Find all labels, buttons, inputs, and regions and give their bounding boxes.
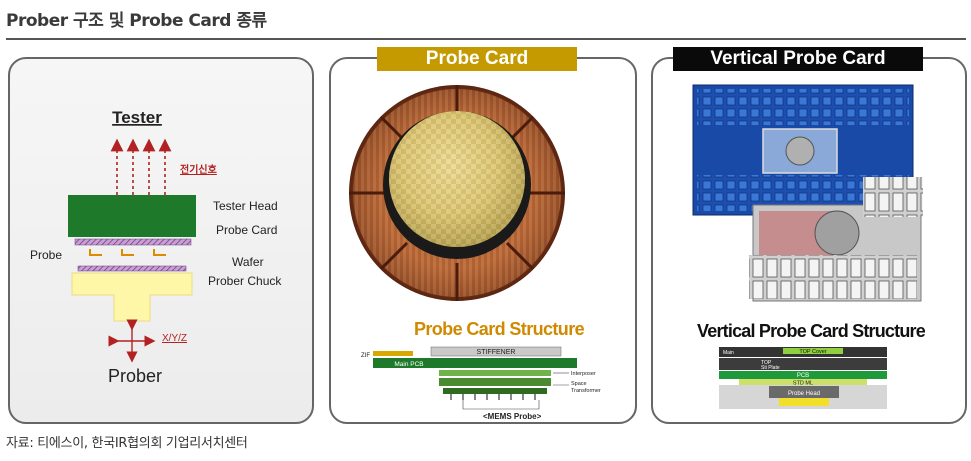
top-stiffener-label-2: Sti Plate	[761, 365, 780, 371]
prober-chuck-block	[71, 272, 193, 322]
prober-chuck-label: Prober Chuck	[208, 274, 282, 288]
vertical-structure-diagram: TOP Cover Main Stiffener TOP Sti Plate P…	[719, 347, 887, 409]
wafer-label: Wafer	[232, 255, 264, 269]
std-ml-label: STD ML	[793, 381, 813, 387]
stiffener-label: STIFFENER	[477, 349, 516, 356]
probe-label: Probe	[30, 248, 62, 262]
mems-probe-label: <MEMS Probe>	[483, 412, 542, 421]
probe-head-label: Probe Head	[788, 391, 820, 397]
signal-label: 전기신호	[180, 163, 217, 176]
prober-label: Prober	[108, 366, 162, 386]
probe-card-illustration: Probe Card Structure STIFFENER ZIF Main …	[349, 85, 601, 421]
probe-card-block	[74, 238, 192, 246]
space-label: Space	[571, 381, 587, 387]
prober-diagram: Tester 전기신호 X/Y/Z Tester Head P	[30, 108, 282, 386]
probe-card-structure-title: Probe Card Structure	[414, 319, 585, 339]
vertical-structure-title: Vertical Probe Card Structure	[697, 321, 926, 341]
top-cover-label: TOP Cover	[799, 349, 826, 355]
vertical-probe-card-panel: Vertical Probe Card Structure TOP Cover …	[651, 57, 967, 424]
probe-card-label: Probe Card	[216, 223, 277, 237]
probe-card-structure-diagram: STIFFENER ZIF Main PCB Interposer Space …	[361, 346, 601, 421]
vertical-probe-card-badge: Vertical Probe Card	[673, 47, 923, 71]
tester-head-block	[68, 195, 196, 237]
title-divider	[6, 38, 966, 40]
probe-card-badge: Probe Card	[377, 47, 577, 71]
tester-label: Tester	[112, 108, 162, 127]
main-pcb-label: Main PCB	[394, 361, 423, 368]
source-note: 자료: 티에스이, 한국IR협의회 기업리서치센터	[6, 436, 248, 451]
xyz-arrows	[108, 319, 156, 363]
wafer-block	[77, 265, 187, 272]
probe-card-panel: Probe Card Structure STIFFENER ZIF Main …	[329, 57, 637, 424]
top-stiffener-label-1: TOP	[761, 360, 772, 366]
main-stiffener-label-1: Main	[723, 350, 734, 356]
interposer-label: Interposer	[571, 371, 596, 377]
probe-pins	[89, 249, 166, 256]
probe-head-disk	[814, 210, 860, 256]
zif-label: ZIF	[361, 353, 370, 359]
xyz-label: X/Y/Z	[162, 333, 187, 344]
page-title: Prober 구조 및 Probe Card 종류	[6, 11, 267, 31]
transformer-label: Transformer	[571, 388, 601, 394]
tester-head-label: Tester Head	[213, 199, 278, 213]
vertical-probe-card-illustration: Vertical Probe Card Structure TOP Cover …	[692, 84, 927, 409]
pcb-label: PCB	[797, 373, 809, 379]
prober-diagram-panel: Tester 전기신호 X/Y/Z Tester Head P	[8, 57, 314, 424]
